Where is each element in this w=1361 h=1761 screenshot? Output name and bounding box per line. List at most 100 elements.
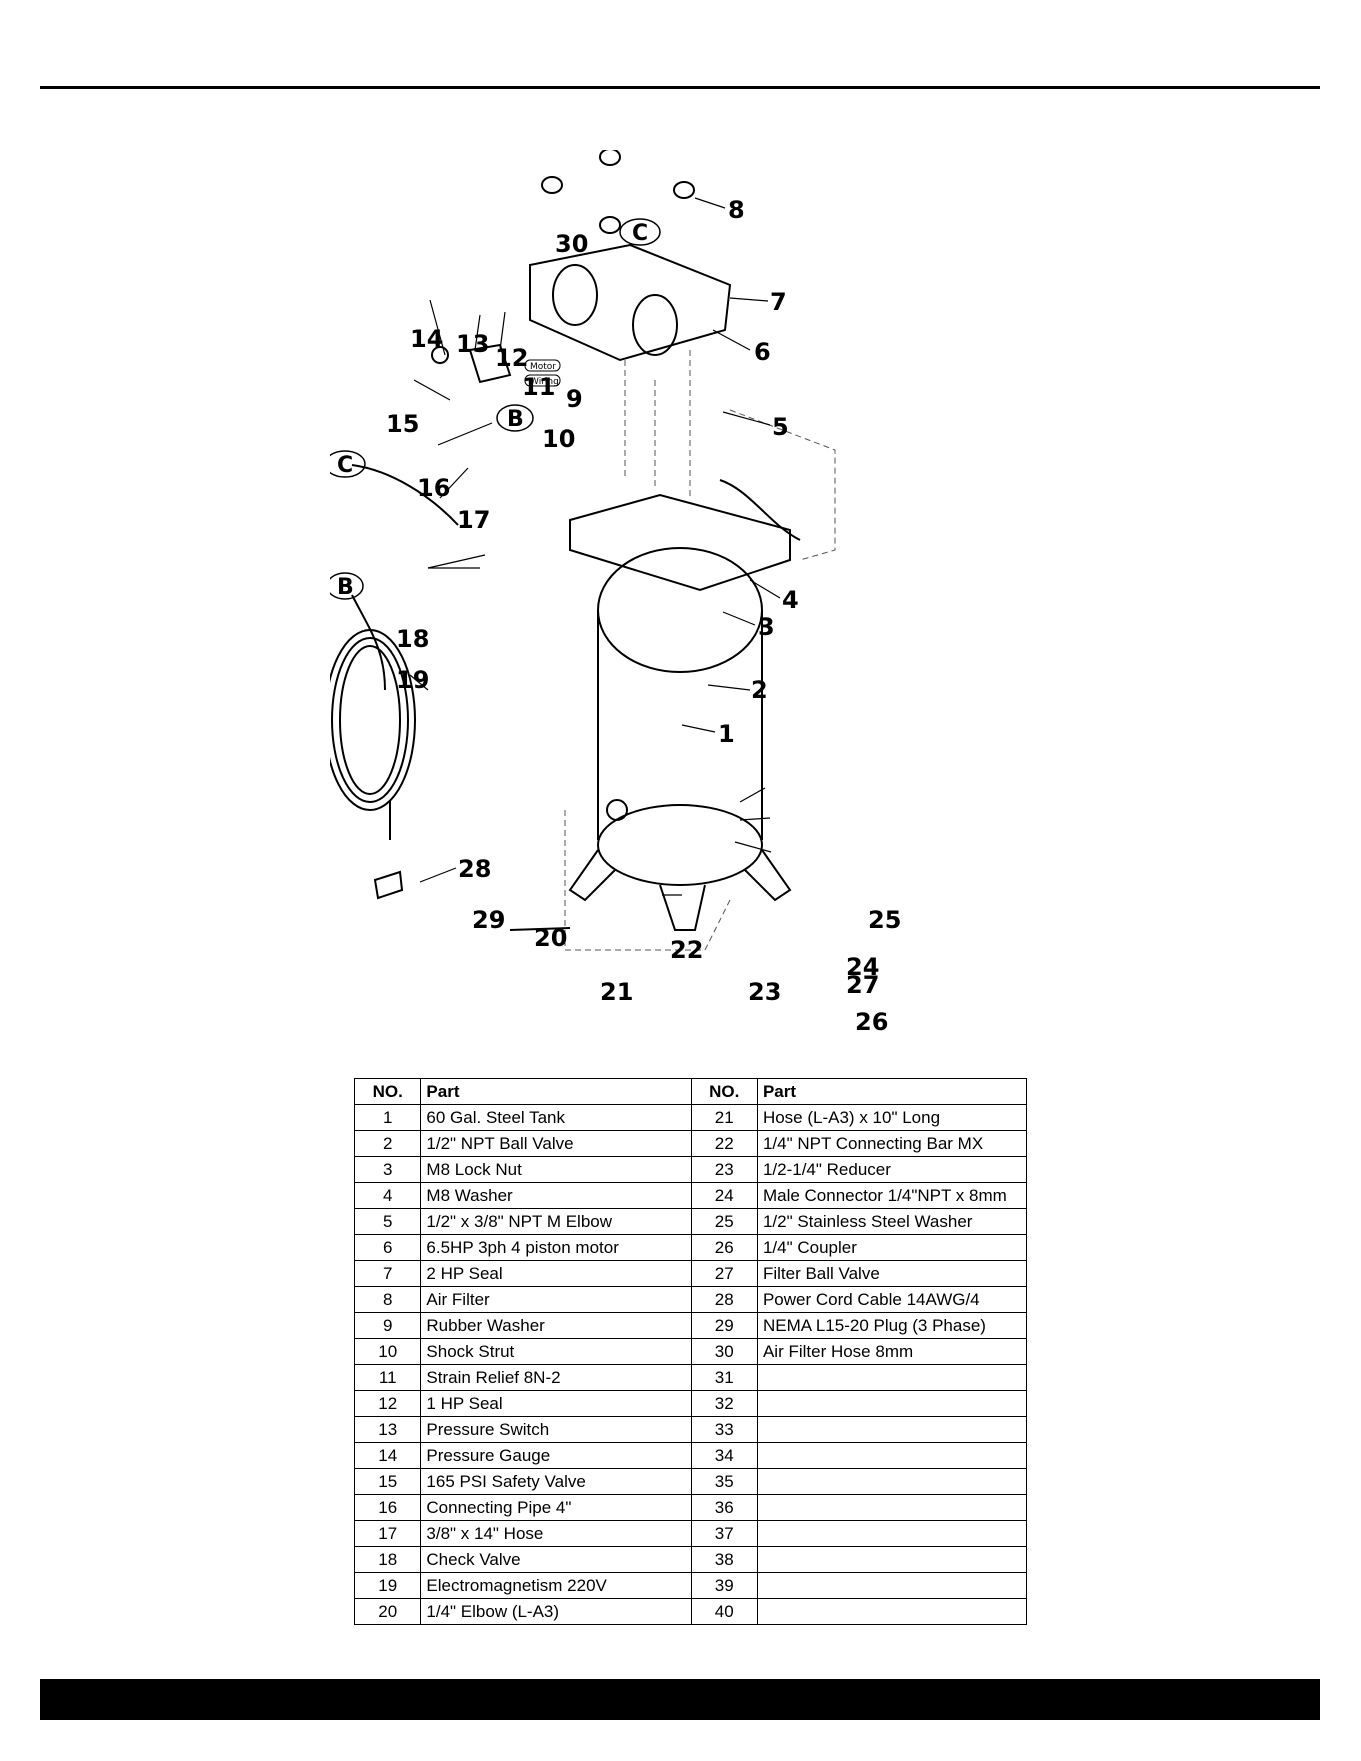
part-number-right: 24 — [690, 1182, 758, 1209]
callout-8: 8 — [728, 196, 745, 224]
part-name-left: 60 Gal. Steel Tank — [420, 1104, 692, 1131]
power-plug — [373, 870, 404, 900]
air-filter-2 — [599, 148, 621, 166]
part-name-left: 1/4" Elbow (L-A3) — [420, 1598, 692, 1625]
part-name-right — [756, 1572, 1028, 1599]
header-no-right: NO. — [690, 1078, 758, 1105]
callout-1: 1 — [718, 720, 735, 748]
motor-label: Motor — [530, 362, 556, 372]
leader-26 — [739, 817, 771, 821]
tank-top-dome — [597, 547, 763, 673]
part-name-left: Rubber Washer — [420, 1312, 692, 1339]
leader-2 — [707, 684, 751, 691]
callout-3: 3 — [758, 613, 775, 641]
part-number-left: 20 — [353, 1598, 422, 1625]
part-name-left: 165 PSI Safety Valve — [420, 1468, 692, 1495]
callout-2: 2 — [751, 676, 768, 704]
motor-cylinder-left — [552, 264, 598, 326]
callout-17: 17 — [457, 506, 490, 534]
callout-9: 9 — [566, 385, 583, 413]
leader-6 — [712, 329, 751, 351]
callout-6: 6 — [754, 338, 771, 366]
callout-24: 24 — [846, 953, 879, 981]
callout-18: 18 — [396, 625, 429, 653]
part-number-left: 2 — [353, 1130, 422, 1157]
part-name-right: Male Connector 1/4"NPT x 8mm — [756, 1182, 1028, 1209]
part-number-right: 28 — [690, 1286, 758, 1313]
hose-21 — [509, 927, 571, 931]
motor-cylinder-right — [632, 294, 678, 356]
tag-c-left: C — [337, 453, 353, 478]
callout-11: 11 — [522, 373, 555, 401]
discharge-hose — [719, 479, 801, 541]
part-number-right: 32 — [690, 1390, 758, 1417]
diagram-svg: C B C B Motor Wiring — [324, 148, 901, 1036]
part-number-right: 40 — [690, 1598, 758, 1625]
part-number-left: 10 — [353, 1338, 422, 1365]
leader-4 — [749, 579, 781, 599]
part-number-left: 4 — [353, 1182, 422, 1209]
part-number-left: 7 — [353, 1260, 422, 1287]
motor-body — [529, 243, 732, 362]
tag-c-top-outline — [619, 218, 661, 246]
power-cord-coil-3 — [339, 645, 401, 795]
tank-bottom — [597, 804, 763, 886]
leader-3 — [722, 611, 756, 626]
part-name-left: M8 Lock Nut — [420, 1156, 692, 1183]
alignment-line-5 — [564, 810, 731, 951]
part-name-left: Electromagnetism 220V — [420, 1572, 692, 1599]
mounting-plate — [569, 493, 791, 592]
part-number-left: 12 — [353, 1390, 422, 1417]
tank-foot-front — [659, 884, 706, 931]
leader-7 — [729, 297, 769, 302]
leader-13 — [474, 314, 481, 351]
air-filter-3 — [673, 181, 695, 199]
tank-foot-left — [568, 849, 616, 902]
part-name-right: 1/4" Coupler — [756, 1234, 1028, 1261]
part-number-left: 8 — [353, 1286, 422, 1313]
part-number-right: 39 — [690, 1572, 758, 1599]
part-name-left: Connecting Pipe 4" — [420, 1494, 692, 1521]
part-number-left: 18 — [353, 1546, 422, 1573]
part-number-left: 3 — [353, 1156, 422, 1183]
part-name-left: Check Valve — [420, 1546, 692, 1573]
leader-12 — [499, 311, 506, 351]
power-cord-lead — [351, 594, 386, 691]
wiring-label: Wiring — [530, 377, 559, 387]
part-number-right: 37 — [690, 1520, 758, 1547]
part-name-right — [756, 1494, 1028, 1521]
part-name-right: Hose (L-A3) x 10" Long — [756, 1104, 1028, 1131]
air-filter-4 — [599, 216, 621, 234]
callout-10: 10 — [542, 425, 575, 453]
part-name-left: 3/8" x 14" Hose — [420, 1520, 692, 1547]
part-number-right: 31 — [690, 1364, 758, 1391]
part-number-right: 35 — [690, 1468, 758, 1495]
leader-15 — [413, 379, 451, 401]
part-name-right — [756, 1520, 1028, 1547]
part-name-right — [756, 1390, 1028, 1417]
part-number-left: 15 — [353, 1468, 422, 1495]
callout-30: 30 — [555, 230, 588, 258]
part-name-left: 1 HP Seal — [420, 1390, 692, 1417]
air-filter-1 — [541, 176, 563, 194]
header-part-right: Part — [756, 1078, 1028, 1105]
part-name-right: NEMA L15-20 Plug (3 Phase) — [756, 1312, 1028, 1339]
top-rule — [40, 86, 1320, 89]
part-name-left: Pressure Switch — [420, 1416, 692, 1443]
wiring-label-outline — [524, 374, 561, 387]
table-header-row: NO. Part NO. Part — [353, 1078, 1028, 1105]
callout-12: 12 — [495, 344, 528, 372]
part-name-left: 1/2" NPT Ball Valve — [420, 1130, 692, 1157]
